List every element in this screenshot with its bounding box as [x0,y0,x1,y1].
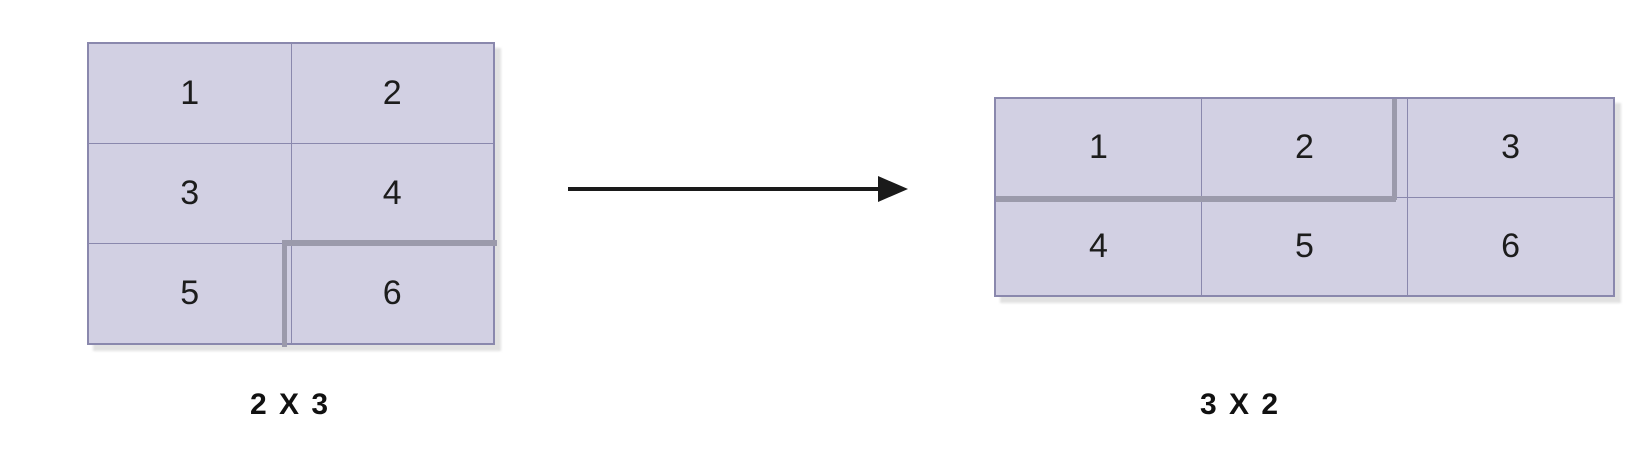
cell-r2c2[interactable]: 4 [290,143,495,244]
cell-r1c3[interactable]: 3 [1407,97,1615,198]
cell-r3c2[interactable]: 6 [290,242,495,345]
table-row: 3 4 [87,143,495,244]
cell-r1c2[interactable]: 2 [290,42,495,145]
cell-r3c1[interactable]: 5 [87,242,292,345]
left-grid-table: 1 2 3 4 5 6 [87,42,495,345]
cell-r2c3[interactable]: 6 [1407,196,1615,297]
transform-arrow-icon [568,176,908,202]
cell-r1c2[interactable]: 2 [1200,97,1409,198]
right-grid-caption: 3 X 2 [1199,388,1281,421]
cell-r1c1[interactable]: 1 [87,42,292,145]
table-row: 1 2 [87,42,495,145]
left-grid-block: 1 2 3 4 5 6 [87,42,501,351]
left-grid-accent-horizontal-rule [285,240,497,246]
table-row: 5 6 [87,242,495,345]
table-row: 4 5 6 [994,196,1615,297]
left-grid-accent-vertical-rule [282,240,287,347]
left-grid-caption: 2 X 3 [249,388,331,421]
right-grid-accent-vertical-rule [1392,99,1397,200]
right-grid-block: 1 2 3 4 5 6 [994,97,1621,303]
cell-r1c1[interactable]: 1 [994,97,1202,198]
cell-r2c1[interactable]: 3 [87,143,292,244]
right-grid-accent-horizontal-rule [996,196,1396,202]
cell-r2c1[interactable]: 4 [994,196,1202,297]
cell-r2c2[interactable]: 5 [1200,196,1409,297]
table-row: 1 2 3 [994,97,1615,198]
